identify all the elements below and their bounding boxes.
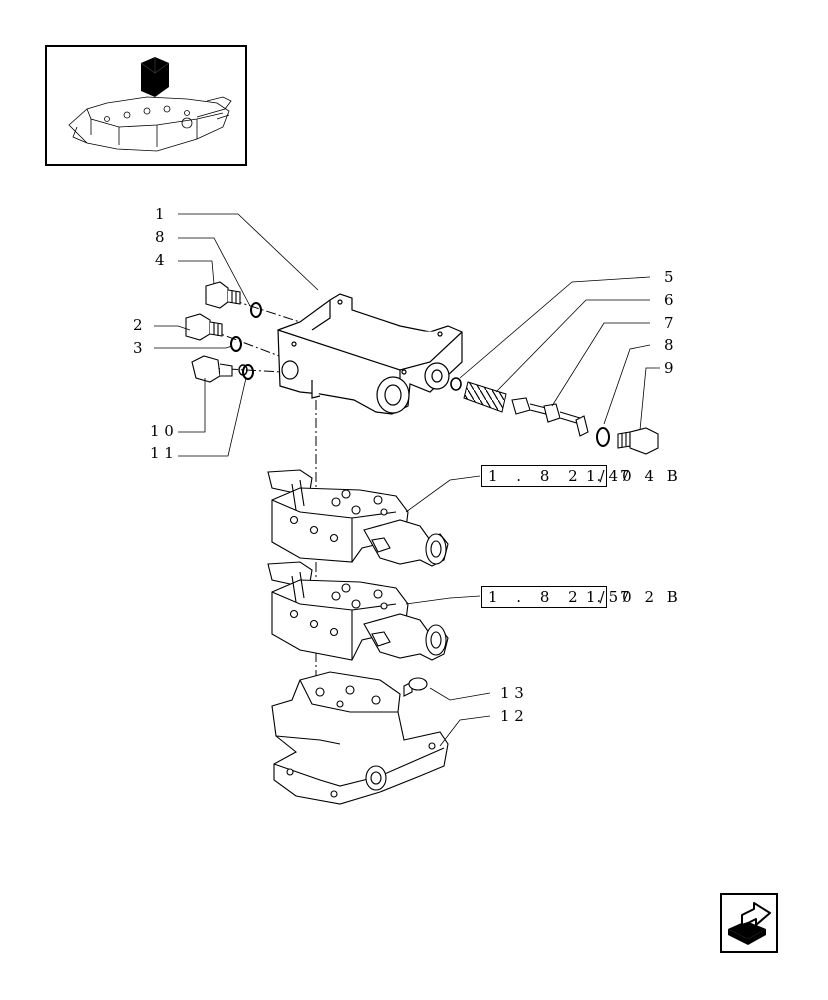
callout-8: 8 <box>155 228 165 246</box>
o-ring-part-3 <box>230 336 242 352</box>
plug-part-9 <box>617 427 659 455</box>
callout-5: 5 <box>664 268 674 286</box>
callout-6: 6 <box>664 291 674 309</box>
callout-10: 1 0 <box>150 422 174 440</box>
section-valve-upper <box>267 469 449 567</box>
spring-part-6 <box>463 381 507 413</box>
callout-4: 4 <box>155 251 165 269</box>
o-ring-part-8b <box>596 427 610 447</box>
valve-body-part <box>277 293 463 415</box>
base-cover-part-12 <box>271 671 449 805</box>
callout-1: 1 <box>155 205 165 223</box>
plug-part-4 <box>205 281 241 309</box>
reference-link-1[interactable]: 1 . 8 2 . 7 <box>481 465 630 487</box>
callout-13: 1 3 <box>500 684 524 702</box>
washer-part-5 <box>450 377 462 391</box>
bolt-part-13 <box>403 677 428 697</box>
next-page-button[interactable] <box>720 893 778 953</box>
section-valve-lower <box>267 561 449 661</box>
reference-suffix-2: 1/50 2 B <box>586 588 682 606</box>
callout-8b: 8 <box>664 336 674 354</box>
reference-suffix-1: 1/40 4 B <box>586 467 682 485</box>
next-page-arrow-icon <box>728 902 771 945</box>
o-ring-part-11 <box>242 364 254 380</box>
piston-part-7 <box>511 397 589 437</box>
o-ring-part-8 <box>250 302 262 318</box>
callout-12: 1 2 <box>500 707 524 725</box>
leader-lines <box>154 213 660 747</box>
callout-7: 7 <box>664 314 674 332</box>
callout-2: 2 <box>133 316 143 334</box>
reference-code-1: 1 . 8 2 . 7 <box>488 467 637 485</box>
reference-link-2[interactable]: 1 . 8 2 . 7 <box>481 586 630 608</box>
callout-9: 9 <box>664 359 674 377</box>
plug-part-2 <box>185 313 223 341</box>
callout-11: 1 1 <box>150 444 174 462</box>
reference-code-2: 1 . 8 2 . 7 <box>488 588 637 606</box>
tractor-lift-housing-thumbnail-icon <box>68 57 232 152</box>
plug-part-10 <box>191 355 233 383</box>
callout-3: 3 <box>133 339 143 357</box>
locator-thumbnail <box>45 45 247 166</box>
